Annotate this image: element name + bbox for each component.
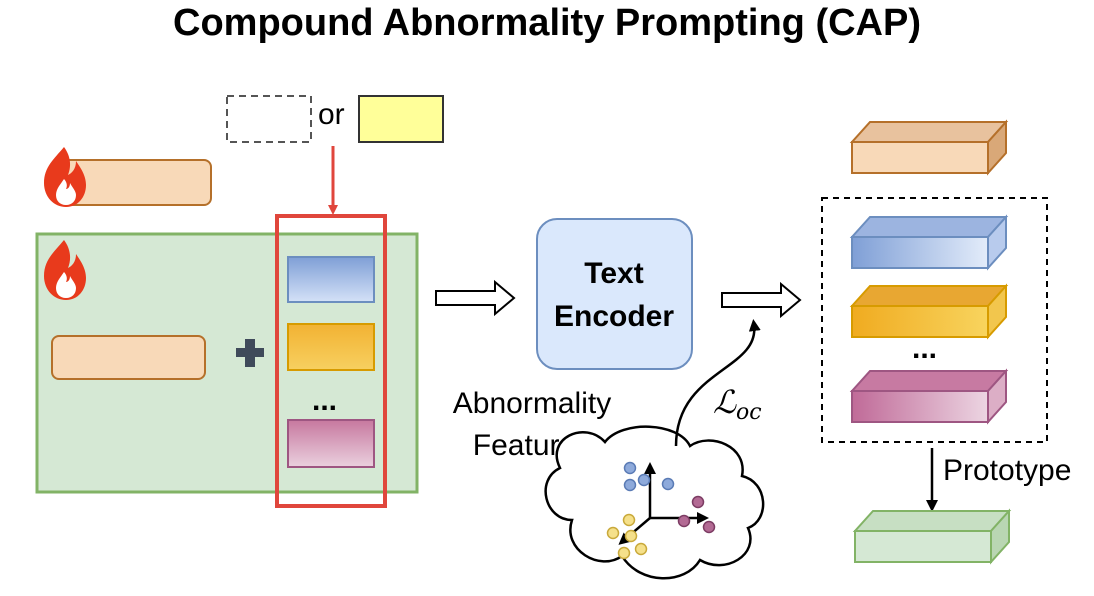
plus-icon	[236, 339, 264, 367]
feature-points-pink	[677, 495, 716, 534]
feature-point	[623, 461, 637, 475]
feature-points-yellow	[606, 513, 648, 560]
feature-point	[661, 477, 675, 491]
prototype-label: Prototype	[943, 454, 1071, 487]
fire-icon	[44, 147, 86, 207]
encoder-label-line1: Text	[584, 257, 643, 290]
fire-icon	[44, 240, 86, 300]
abnormality-token-orange	[287, 323, 375, 371]
feature-point	[617, 546, 631, 560]
encoder-label-line2: Encoder	[554, 300, 674, 333]
feature-point	[623, 478, 637, 492]
abnormality-token-blue	[287, 256, 375, 303]
prototype-block-output	[852, 508, 1012, 565]
loss-symbol: ℒ	[713, 383, 737, 421]
feature-point	[622, 513, 636, 527]
prototype-block-pink	[849, 368, 1009, 425]
loss-label: ℒoc	[713, 383, 762, 425]
token-ellipsis: ...	[312, 384, 337, 417]
prototype-group	[821, 197, 1048, 443]
yellow-option-box	[358, 95, 444, 143]
feature-point	[691, 495, 705, 509]
learnable-token-group	[51, 335, 206, 380]
input-arrow	[435, 279, 516, 317]
prototype-ellipsis: ...	[912, 332, 937, 365]
diagram-title: Compound Abnormality Prompting (CAP)	[173, 2, 921, 44]
feature-point	[637, 473, 651, 487]
feature-point	[677, 514, 691, 528]
or-label: or	[318, 98, 345, 131]
feature-point	[702, 520, 716, 534]
loss-subscript: oc	[736, 400, 762, 425]
prototype-block-blue	[849, 214, 1009, 271]
feature-point	[634, 542, 648, 556]
text-encoder	[536, 218, 693, 370]
prototype-block-normal	[849, 119, 1009, 176]
abnormality-prompt-highlight	[275, 214, 387, 508]
features-label-line1: Abnormality	[453, 387, 611, 420]
loss-arrow	[674, 319, 761, 447]
feature-point	[606, 526, 620, 540]
feature-space-cloud	[544, 425, 765, 580]
prototype-block-orange	[849, 283, 1009, 340]
feature-point	[624, 529, 638, 543]
output-arrow	[721, 281, 802, 319]
empty-option-box	[226, 95, 312, 143]
abnormality-token-pink	[287, 419, 375, 468]
feature-points-blue	[623, 461, 675, 492]
